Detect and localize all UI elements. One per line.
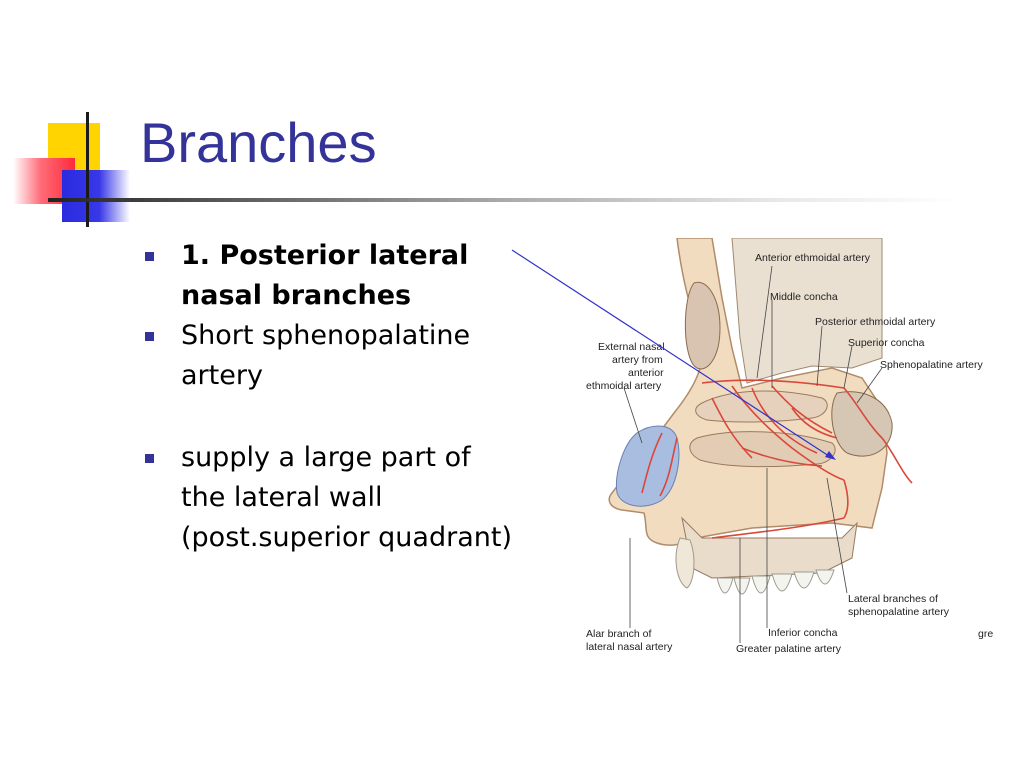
teeth-group — [716, 569, 835, 595]
label-external-nasal: ethmoidal artery — [586, 380, 662, 392]
incisor-shape — [675, 537, 695, 589]
label-lateral-branches: sphenopalatine artery — [848, 606, 950, 618]
label-lateral-branches: Lateral branches of — [848, 593, 938, 605]
label-inferior-concha: Inferior concha — [768, 627, 838, 639]
label-middle-concha: Middle concha — [770, 291, 838, 303]
label-posterior-ethmoidal: Posterior ethmoidal artery — [815, 316, 936, 328]
label-external-nasal: anterior — [628, 367, 664, 379]
decor-vertical-line — [86, 112, 89, 227]
label-external-nasal: artery from — [612, 354, 663, 366]
bullet-list: 1. Posterior lateral nasal branches Shor… — [145, 236, 515, 558]
bullet-item: Short sphenopalatine artery — [145, 316, 515, 396]
label-external-nasal: External nasal — [598, 341, 665, 353]
label-greater-palatine: Greater palatine artery — [736, 643, 842, 655]
nasal-anatomy-illustration: Anterior ethmoidal artery Middle concha … — [586, 238, 993, 655]
bullet-text: Short sphenopalatine artery — [181, 320, 471, 391]
label-superior-concha: Superior concha — [848, 337, 925, 349]
nasal-anatomy-figure: Anterior ethmoidal artery Middle concha … — [582, 238, 996, 660]
bullet-text: supply a large part of the lateral wall … — [181, 442, 512, 553]
label-alar-branch: Alar branch of — [586, 628, 651, 640]
decor-blue-square — [62, 170, 130, 222]
title-underline — [48, 198, 960, 202]
bullet-square-icon — [145, 332, 154, 341]
bullet-square-icon — [145, 454, 154, 463]
palate-shape — [681, 516, 858, 579]
bullet-item: supply a large part of the lateral wall … — [145, 438, 515, 558]
label-alar-branch: lateral nasal artery — [586, 641, 673, 653]
bullet-square-icon — [145, 252, 154, 261]
label-anterior-ethmoidal: Anterior ethmoidal artery — [755, 252, 871, 264]
sphenoid-sinus-shape — [831, 391, 893, 457]
label-cut-text: gre — [978, 628, 993, 640]
slide-title: Branches — [140, 111, 377, 174]
label-sphenopalatine: Sphenopalatine artery — [880, 359, 983, 371]
bullet-item: 1. Posterior lateral nasal branches — [145, 236, 515, 316]
bullet-text: 1. Posterior lateral nasal branches — [181, 240, 469, 311]
